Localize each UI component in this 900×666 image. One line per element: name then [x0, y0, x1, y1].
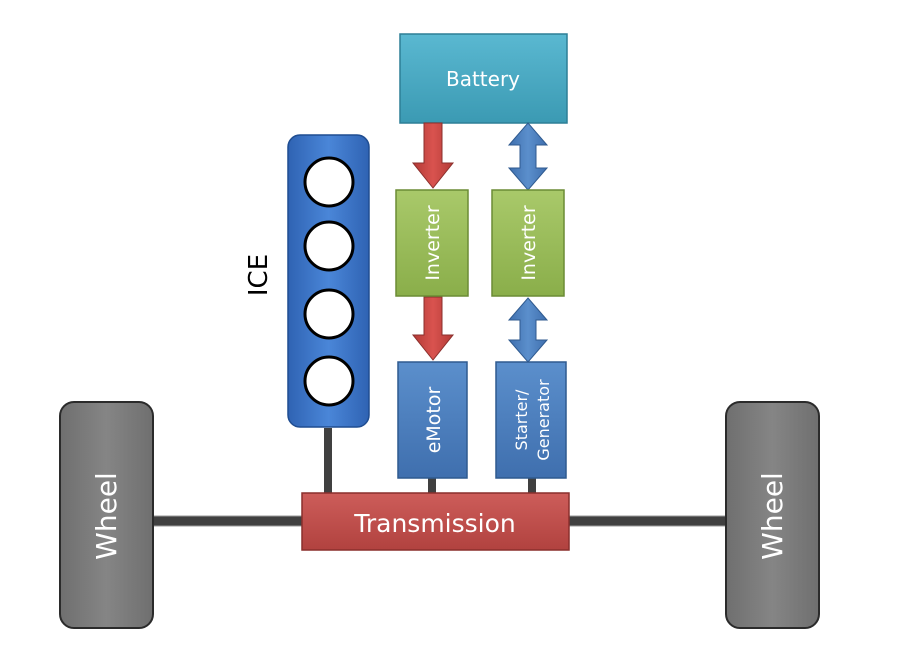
transmission-label: Transmission [353, 509, 516, 538]
emotor-label: eMotor [423, 387, 445, 454]
ice-label: ICE [244, 254, 274, 296]
inverter-left: Inverter [395, 189, 469, 297]
battery-box: Battery [399, 33, 568, 124]
axle-left [149, 515, 305, 527]
red-arrow-battery-to-inverter [411, 122, 455, 189]
emotor-box: eMotor [397, 361, 468, 479]
cylinder-3 [303, 288, 355, 340]
transmission-box: Transmission [301, 492, 570, 551]
battery-label: Battery [446, 67, 520, 91]
blue-double-arrow-battery-inverter [507, 122, 549, 191]
inverter-left-label: Inverter [422, 205, 444, 281]
wheel-left: Wheel [59, 401, 154, 629]
wheel-right: Wheel [725, 401, 820, 629]
starter-generator-box: Starter/ Generator [495, 361, 567, 479]
cylinder-2 [303, 220, 355, 272]
wheel-right-label: Wheel [756, 472, 789, 560]
cylinder-4 [303, 355, 355, 407]
red-arrow-inverter-to-emotor [411, 296, 455, 361]
inverter-right: Inverter [491, 189, 565, 297]
inverter-right-label: Inverter [518, 205, 540, 281]
starter-shaft [528, 478, 536, 494]
starter-label-line2: Generator [534, 379, 553, 461]
emotor-shaft [428, 478, 436, 494]
axle-right [567, 515, 729, 527]
ice-shaft [324, 428, 332, 494]
starter-label-line1: Starter/ [512, 389, 531, 451]
blue-double-arrow-inverter-starter [507, 297, 549, 363]
ice-engine [287, 134, 370, 428]
wheel-left-label: Wheel [90, 472, 123, 560]
cylinder-1 [303, 156, 355, 208]
